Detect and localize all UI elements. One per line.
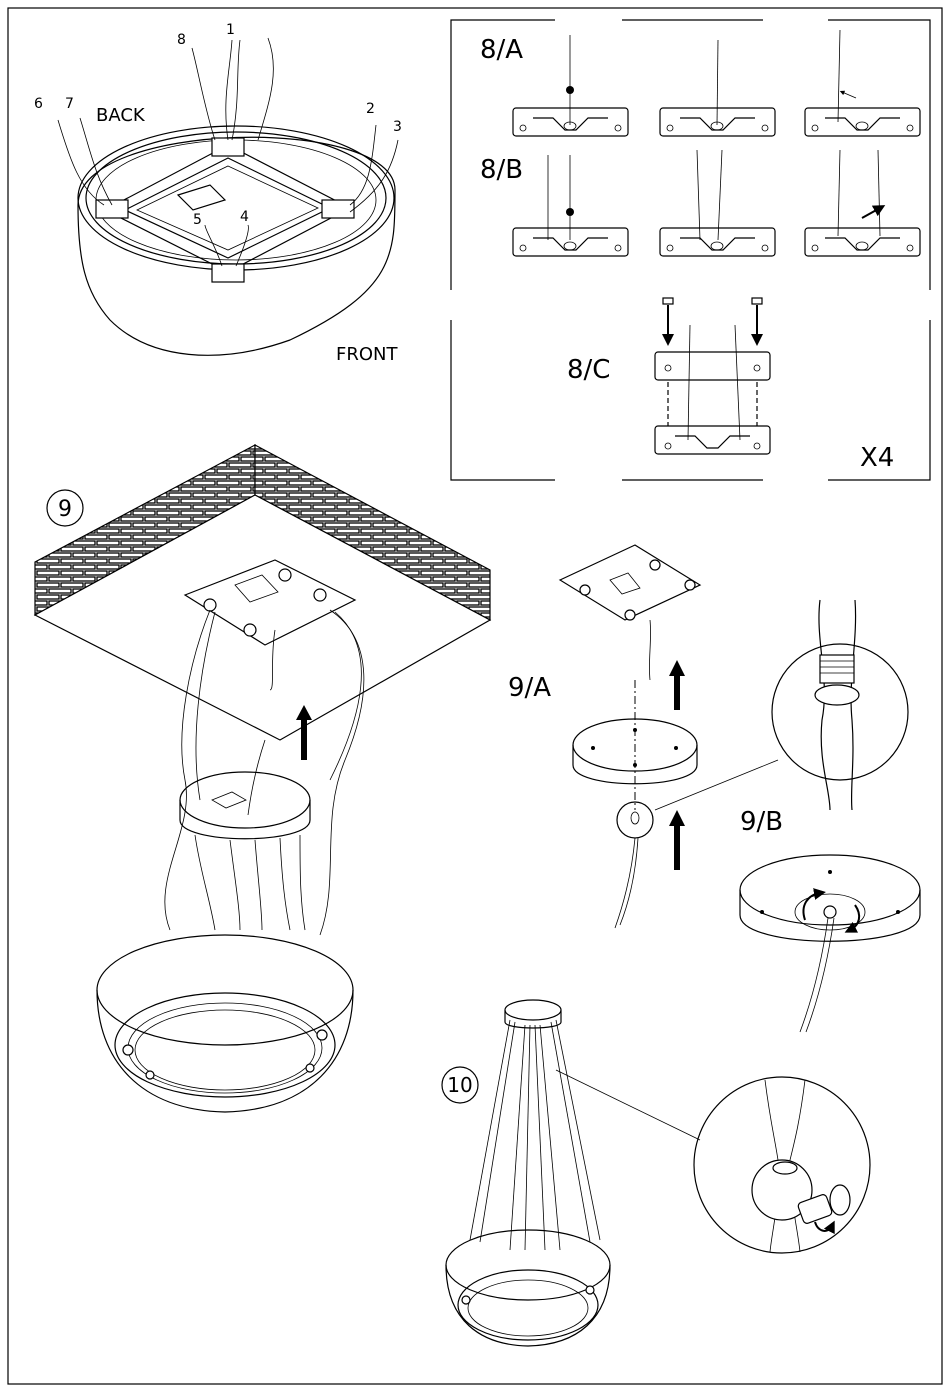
step-9a-lower-arrow-icon [669, 810, 685, 870]
lamp-back-view [58, 38, 398, 355]
callout-3: 3 [393, 119, 402, 135]
ceiling-walls [35, 445, 490, 740]
lamp-step-9 [97, 935, 353, 1112]
step-10-label: 10 [447, 1073, 472, 1097]
callout-6: 6 [34, 96, 43, 112]
step-8c-assembly [655, 298, 770, 454]
callout-2: 2 [366, 101, 375, 117]
step-8a-plates [513, 30, 920, 136]
detail-wire-ball-clamp [694, 1077, 870, 1253]
step-9a-cable-grip [615, 802, 653, 928]
callout-7: 7 [65, 96, 74, 112]
step-8c-label: 8/C [567, 355, 610, 385]
step-9a-label: 9/A [508, 673, 551, 703]
step-9a-up-arrow-icon [669, 660, 685, 710]
label-back: BACK [96, 105, 146, 126]
label-front: FRONT [336, 344, 398, 365]
step-8b-plates [513, 150, 920, 256]
callout-1: 1 [226, 22, 235, 38]
step-8b-label: 8/B [480, 155, 523, 185]
ceiling-canopy [180, 772, 310, 839]
callout-4: 4 [240, 209, 249, 225]
lamp-step-10 [446, 1000, 610, 1346]
quantity-x4-label: X4 [860, 443, 894, 473]
step-9b-canopy [740, 855, 920, 1032]
step-9-label: 9 [58, 497, 72, 522]
detail-cable-grip [772, 600, 908, 810]
callout-8: 8 [177, 32, 186, 48]
callout-5: 5 [193, 212, 202, 228]
step-9a-plate [560, 545, 700, 680]
step-8a-label: 8/A [480, 35, 523, 65]
step-9b-label: 9/B [740, 807, 783, 837]
